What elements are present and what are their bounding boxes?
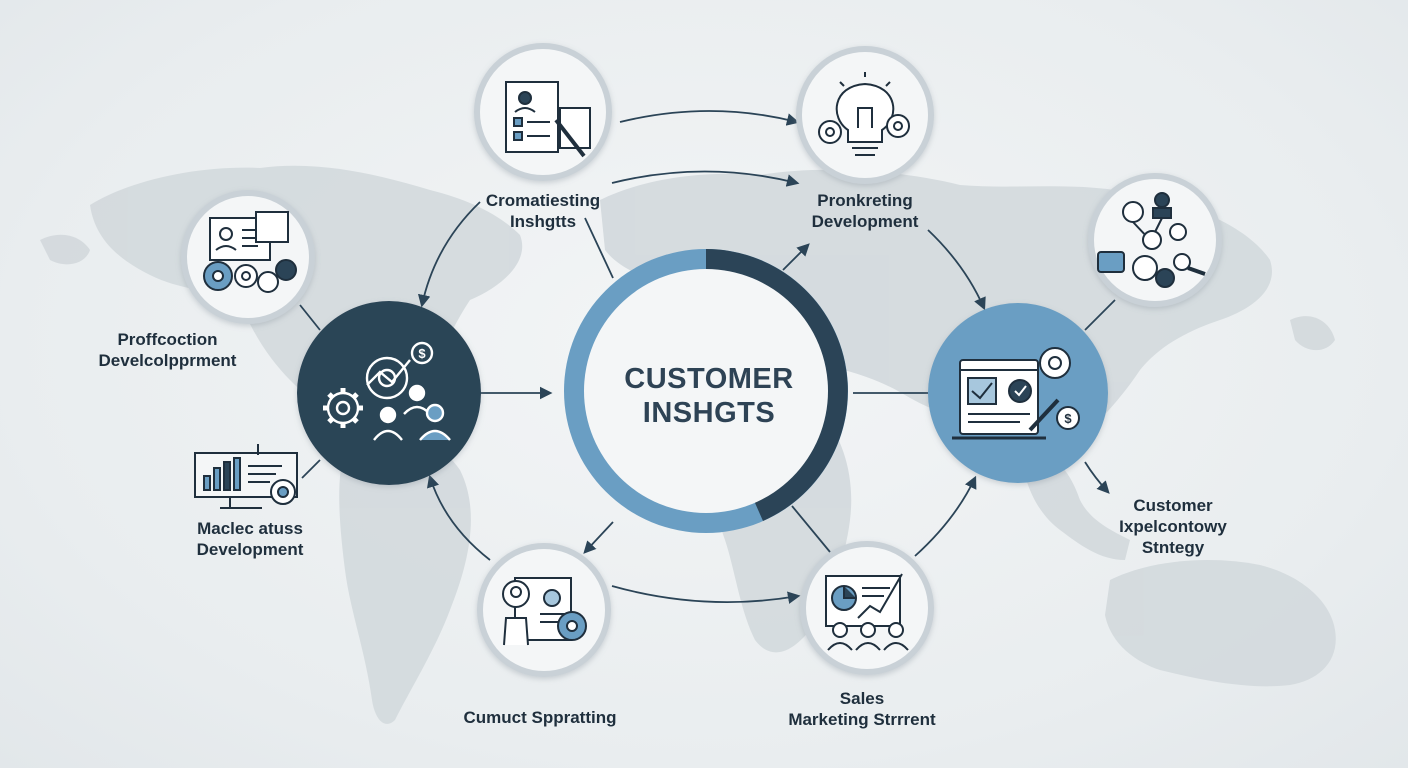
node-profile — [181, 190, 315, 324]
center-title-line1: CUSTOMER — [624, 363, 794, 395]
center-hub — [564, 249, 848, 533]
web-dashboard-node: $ — [928, 303, 1108, 483]
center-title: CUSTOMER INSHGTS — [589, 362, 829, 430]
label-bottom-left-line1: Cumuct Sppratting — [463, 708, 617, 727]
svg-text:$: $ — [1064, 411, 1072, 426]
center-title-line2: INSHGTS — [642, 397, 776, 429]
label-left-lower-line2: Development — [196, 540, 304, 559]
label-right: Customer Ixpelcontowy Stntegy — [1088, 495, 1258, 558]
person-document-gear-icon — [502, 577, 587, 646]
connectors — [299, 110, 1116, 604]
label-bottom-right: Sales Marketing Strrrent — [772, 688, 952, 730]
node-network — [1088, 173, 1222, 307]
customer-profile-gear-icon — [203, 211, 297, 293]
label-top-right-line1: Pronkreting — [817, 191, 913, 210]
label-bottom-right-line1: Sales — [839, 689, 885, 708]
label-bottom-right-line2: Marketing Strrrent — [788, 710, 936, 729]
analytics-monitor-icon — [194, 444, 298, 509]
sales-chart-team-icon — [825, 573, 909, 651]
label-left-lower-line1: Maclec atuss — [197, 519, 303, 538]
label-left-lower: Maclec atuss Development — [175, 518, 325, 560]
web-dashboard-dollar-icon: $ — [952, 347, 1080, 440]
team-network-icon — [1097, 192, 1206, 288]
label-right-line3: Stntegy — [1141, 538, 1205, 557]
svg-text:$: $ — [418, 346, 426, 361]
business-gears-node: $ — [297, 301, 481, 485]
label-top-left: Cromatiesting Inshgtts — [463, 190, 623, 232]
label-top-left-line1: Cromatiesting — [485, 191, 601, 210]
label-left-upper-line1: Proffcoction — [117, 330, 218, 349]
label-left-upper: Proffcoction Develcolpprment — [80, 329, 255, 371]
label-left-upper-line2: Develcolpprment — [98, 351, 237, 370]
label-top-left-line2: Inshgtts — [509, 212, 577, 231]
label-right-line1: Customer — [1133, 496, 1213, 515]
lightbulb-gears-icon — [818, 72, 910, 156]
label-top-right: Pronkreting Development — [790, 190, 940, 232]
node-person-docs — [477, 543, 611, 677]
node-sales-chart — [800, 541, 934, 675]
resume-checklist-icon — [505, 81, 591, 158]
business-gears-dollar-icon: $ — [323, 341, 451, 441]
node-resume — [474, 43, 612, 181]
label-bottom-left: Cumuct Sppratting — [445, 707, 635, 728]
label-right-line2: Ixpelcontowy — [1119, 517, 1227, 536]
node-idea — [796, 46, 934, 184]
label-top-right-line2: Development — [811, 212, 919, 231]
